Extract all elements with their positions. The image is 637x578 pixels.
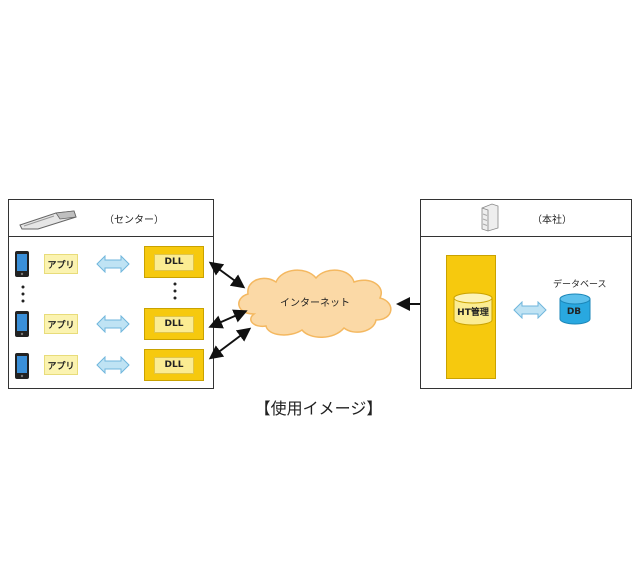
database-title: データベース: [553, 280, 607, 290]
center-panel: [8, 199, 214, 389]
dll-box: DLL: [144, 308, 204, 340]
ht-database-cylinder: [453, 292, 493, 326]
internet-label: インターネット: [280, 298, 350, 309]
bidirectional-arrow-icon: [96, 356, 130, 374]
bidirectional-arrow-icon: [96, 315, 130, 333]
ellipsis-dots: [21, 285, 25, 303]
dll-label: DLL: [154, 253, 194, 271]
bidirectional-arrow-icon: [513, 301, 547, 319]
connection-arrows: [208, 261, 252, 360]
smartphone-icon: [15, 311, 29, 337]
diagram-caption: 【使用イメージ】: [254, 399, 383, 418]
ht-management-label: HT管理: [457, 308, 489, 318]
server-icon: [481, 203, 499, 232]
app-box: アプリ: [44, 355, 78, 375]
internet-cloud: [238, 269, 392, 338]
hq-title: （本社）: [532, 215, 572, 226]
app-box: アプリ: [44, 254, 78, 274]
dll-box: DLL: [144, 246, 204, 278]
database-icon: [559, 293, 591, 325]
dll-box: DLL: [144, 349, 204, 381]
dll-label: DLL: [154, 315, 194, 333]
ellipsis-dots: [173, 282, 177, 300]
dll-label: DLL: [154, 356, 194, 374]
handy-terminal-icon: [19, 210, 77, 230]
bidirectional-arrow-icon: [96, 255, 130, 273]
database-label: DB: [566, 307, 582, 317]
smartphone-icon: [15, 251, 29, 277]
center-panel-header: [9, 200, 213, 237]
app-box: アプリ: [44, 314, 78, 334]
smartphone-icon: [15, 353, 29, 379]
hq-panel-header: [421, 200, 631, 237]
center-title: （センター）: [104, 215, 164, 226]
